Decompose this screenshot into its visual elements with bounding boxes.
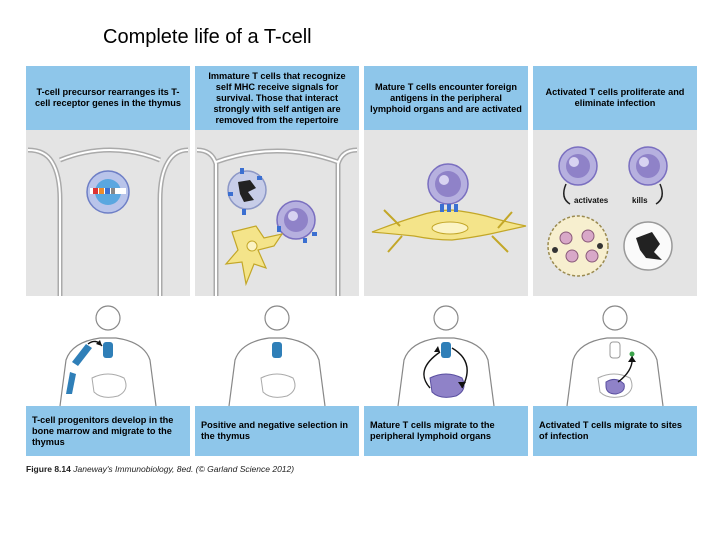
kills-arrow-icon — [655, 183, 663, 205]
activates-label: activates — [574, 196, 609, 205]
intestine-outlines — [91, 373, 633, 398]
panel-1-header: T-cell precursor rearranges its T-cell r… — [26, 66, 190, 130]
figure-number: Figure 8.14 — [26, 464, 71, 474]
arrowheads — [96, 340, 636, 388]
figure-source: Janeway's Immunobiology, 8ed. (© Garland… — [73, 464, 295, 474]
bone-marrow-icon — [66, 344, 92, 394]
panel-1-footer: T-cell progenitors develop in the bone m… — [26, 406, 190, 456]
lymphoid-organs-icon — [429, 373, 625, 398]
panel-3-header: Mature T cells encounter foreign antigen… — [364, 66, 528, 130]
dendritic-cell-icon — [371, 209, 527, 253]
body-silhouettes — [59, 305, 664, 407]
figure-caption: Figure 8.14 Janeway's Immunobiology, 8ed… — [26, 464, 294, 474]
thymus-organ-icons — [103, 341, 621, 359]
kills-label: kills — [632, 196, 648, 205]
slide-title: Complete life of a T-cell — [103, 26, 312, 48]
migration-arrows — [87, 340, 633, 389]
panel-3-footer: Mature T cells migrate to the peripheral… — [364, 406, 528, 456]
panel-2-header: Immature T cells that recognize self MHC… — [195, 66, 359, 130]
effector-tcell-left-icon — [558, 146, 598, 186]
thymic-stromal-cell-icon — [224, 225, 284, 287]
surviving-thymocyte-icon — [276, 200, 317, 243]
mature-tcell-icon — [427, 163, 469, 212]
killed-target-cell-icon — [623, 221, 673, 271]
panel-1-thymus-tissue-inner — [27, 149, 189, 296]
panel-2-thymus-tissue-inner — [196, 149, 358, 296]
panel-2-footer: Positive and negative selection in the t… — [195, 406, 359, 456]
precursor-tcell-icon — [86, 170, 130, 214]
panel-4-footer: Activated T cells migrate to sites of in… — [533, 406, 697, 456]
activates-arrow-icon — [563, 183, 571, 205]
infected-macrophage-icon — [547, 215, 609, 277]
effector-tcell-right-icon — [628, 146, 668, 186]
apoptotic-thymocyte-icon — [227, 168, 267, 215]
panel-4-header: Activated T cells proliferate and elimin… — [533, 66, 697, 130]
infection-site-icon — [629, 351, 635, 357]
